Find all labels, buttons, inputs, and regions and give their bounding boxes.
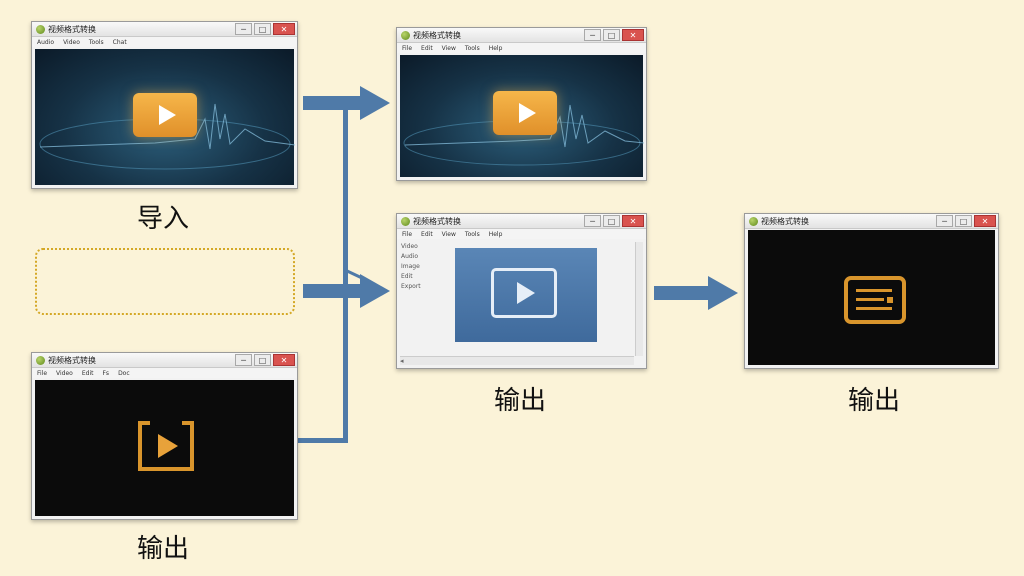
list-document-icon[interactable] [843, 275, 907, 325]
video-preview[interactable] [455, 248, 597, 342]
maximize-button[interactable]: □ [254, 354, 271, 366]
window-title: 视频格式转换 [48, 24, 96, 34]
arrow-middle-head [360, 274, 390, 308]
window-title: 视频格式转换 [413, 216, 461, 226]
window-output-left: 视频格式转换 ─ □ ✕ File Video Edit Fs Doc [31, 352, 298, 520]
play-button-icon[interactable] [493, 91, 557, 135]
connector-diagonal [344, 268, 363, 280]
title-bar: 视频格式转换 ─ □ ✕ [745, 214, 998, 229]
window-title: 视频格式转换 [761, 216, 809, 226]
close-button[interactable]: ✕ [273, 23, 295, 35]
close-button[interactable]: ✕ [622, 29, 644, 41]
menu-item[interactable]: File [402, 230, 413, 238]
caption-import: 导入 [136, 204, 189, 234]
play-frame-icon[interactable] [136, 420, 196, 472]
play-button-icon[interactable] [133, 93, 197, 137]
menu-bar: File Video Edit Fs Doc [32, 368, 297, 378]
minimize-button[interactable]: ─ [936, 215, 953, 227]
maximize-button[interactable]: □ [603, 215, 620, 227]
window-import: 视频格式转换 ─ □ ✕ Audio Video Tools Chat [31, 21, 298, 189]
window-preview-middle: 视频格式转换 ─ □ ✕ File Edit View Tools Help [396, 27, 647, 181]
title-bar: 视频格式转换 ─ □ ✕ [32, 353, 297, 368]
play-button-icon[interactable] [491, 268, 557, 318]
connector-bottom [298, 438, 348, 443]
menu-item[interactable]: Help [488, 230, 503, 238]
close-button[interactable]: ✕ [974, 215, 996, 227]
menu-bar: Audio Video Tools Chat [32, 37, 297, 47]
menu-item[interactable]: Audio [37, 38, 55, 46]
menu-item[interactable]: Tools [464, 230, 480, 238]
arrow-right-shaft [654, 286, 712, 300]
menu-item[interactable]: Video [56, 369, 73, 377]
menu-item[interactable]: View [441, 44, 456, 52]
window-output-middle: 视频格式转换 ─ □ ✕ File Edit View Tools Help V… [396, 213, 647, 369]
sidebar-item[interactable]: Edit [401, 273, 413, 280]
sidebar-item[interactable]: Export [401, 283, 421, 290]
menu-item[interactable]: Edit [81, 369, 94, 377]
video-preview[interactable] [400, 55, 645, 177]
vertical-scrollbar[interactable] [635, 242, 643, 356]
minimize-button[interactable]: ─ [584, 215, 601, 227]
video-preview[interactable] [748, 230, 995, 365]
arrow-middle-shaft [303, 284, 365, 298]
video-preview[interactable] [35, 380, 294, 516]
connector-vertical [343, 103, 348, 443]
sidebar-item[interactable]: Audio [401, 253, 419, 260]
title-bar: 视频格式转换 ─ □ ✕ [397, 214, 646, 229]
menu-item[interactable]: Edit [421, 230, 433, 238]
minimize-button[interactable]: ─ [235, 354, 252, 366]
video-preview[interactable] [35, 49, 296, 185]
menu-item[interactable]: File [37, 369, 48, 377]
menu-item[interactable]: View [441, 230, 456, 238]
app-icon [36, 355, 45, 365]
horizontal-scrollbar[interactable]: ◂ [400, 356, 634, 365]
window-output-right: 视频格式转换 ─ □ ✕ [744, 213, 999, 369]
menu-item[interactable]: Chat [112, 38, 127, 46]
menu-item[interactable]: File [402, 44, 413, 52]
caption-output-left: 输出 [136, 534, 189, 564]
arrow-right-head [708, 276, 738, 310]
menu-item[interactable]: Edit [421, 44, 433, 52]
minimize-button[interactable]: ─ [235, 23, 252, 35]
window-title: 视频格式转换 [413, 30, 461, 40]
sidebar-item[interactable]: Image [401, 263, 420, 270]
menu-item[interactable]: Tools [464, 44, 480, 52]
app-icon [401, 216, 410, 226]
arrow-top-shaft [303, 96, 365, 110]
app-icon [401, 30, 410, 40]
menu-item[interactable]: Tools [88, 38, 104, 46]
menu-item[interactable]: Doc [118, 369, 130, 377]
window-title: 视频格式转换 [48, 355, 96, 365]
app-icon [749, 216, 758, 226]
menu-item[interactable]: Video [63, 38, 80, 46]
menu-bar: File Edit View Tools Help [397, 43, 646, 53]
caption-output-middle: 输出 [493, 386, 546, 416]
close-button[interactable]: ✕ [273, 354, 295, 366]
menu-item[interactable]: Fs [102, 369, 110, 377]
placeholder-box [35, 248, 295, 315]
app-icon [36, 24, 45, 34]
maximize-button[interactable]: □ [603, 29, 620, 41]
title-bar: 视频格式转换 ─ □ ✕ [397, 28, 646, 43]
close-button[interactable]: ✕ [622, 215, 644, 227]
caption-output-right: 输出 [847, 386, 900, 416]
sidebar-item[interactable]: Video [401, 243, 418, 250]
menu-item[interactable]: Help [488, 44, 503, 52]
maximize-button[interactable]: □ [254, 23, 271, 35]
menu-bar: File Edit View Tools Help [397, 229, 646, 239]
arrow-top-head [360, 86, 390, 120]
maximize-button[interactable]: □ [955, 215, 972, 227]
sidebar-list: Video Audio Image Edit Export [401, 242, 421, 292]
minimize-button[interactable]: ─ [584, 29, 601, 41]
title-bar: 视频格式转换 ─ □ ✕ [32, 22, 297, 37]
